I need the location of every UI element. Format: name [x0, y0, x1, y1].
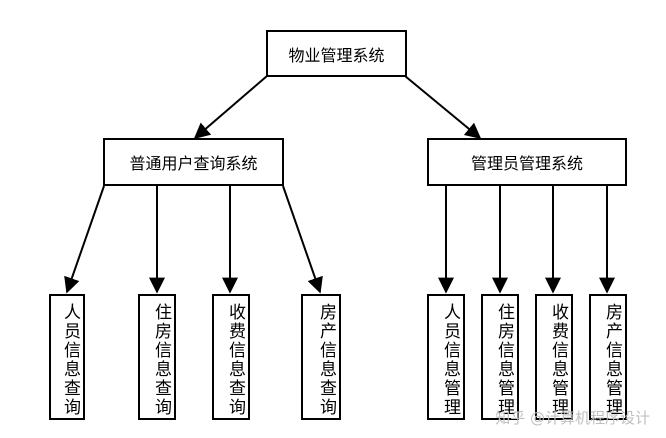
- property-info-mgmt-node: 房产信息管理: [589, 294, 627, 420]
- property-info-query-node: 房产信息查询: [301, 294, 341, 420]
- root-node: 物业管理系统: [266, 30, 407, 77]
- person-info-mgmt-node: 人员信息管理: [427, 294, 465, 420]
- admin-system-node: 管理员管理系统: [427, 138, 627, 186]
- fee-info-mgmt-node: 收费信息管理: [535, 294, 573, 420]
- housing-info-mgmt-node: 住房信息管理: [481, 294, 519, 420]
- housing-info-query-node: 住房信息查询: [138, 294, 176, 420]
- connector-root-to-user-system: [193, 75, 268, 140]
- watermark-text: 知乎 @计算机程序设计: [495, 409, 650, 427]
- person-info-query-node: 人员信息查询: [49, 294, 85, 420]
- fee-info-query-node: 收费信息查询: [212, 294, 250, 420]
- connector-user-to-person-query: [64, 185, 105, 294]
- user-query-system-node: 普通用户查询系统: [103, 138, 284, 186]
- connector-user-to-property-query: [282, 185, 323, 294]
- connector-root-to-admin-system: [404, 75, 482, 140]
